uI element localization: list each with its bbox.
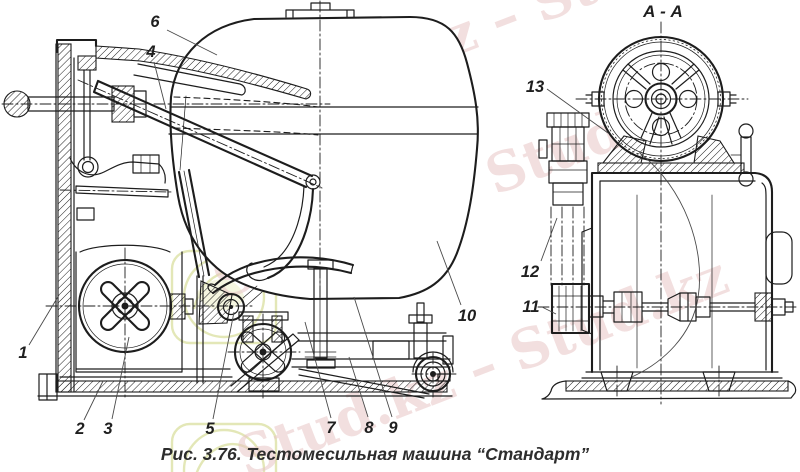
part-label-2: 2 bbox=[74, 420, 84, 438]
part-label-13: 13 bbox=[526, 78, 544, 96]
part-label-9: 9 bbox=[388, 419, 398, 437]
part-label-3: 3 bbox=[103, 420, 112, 438]
part-label-4: 4 bbox=[145, 43, 155, 61]
part-label-8: 8 bbox=[364, 419, 374, 437]
side-view bbox=[1, 0, 479, 401]
part-label-7: 7 bbox=[326, 419, 336, 437]
figure-caption: Рис. 3.76. Тестомесильная машина “Станда… bbox=[161, 444, 590, 464]
section-view-a-a bbox=[537, 21, 799, 405]
part-label-12: 12 bbox=[521, 263, 539, 281]
part-label-1: 1 bbox=[18, 344, 27, 362]
part-label-6: 6 bbox=[150, 13, 160, 31]
part-label-11: 11 bbox=[522, 298, 539, 316]
part-labels: 1 2 3 4 5 6 7 8 9 10 11 12 13 А - А bbox=[18, 2, 682, 438]
part-label-5: 5 bbox=[205, 420, 215, 438]
section-label: А - А bbox=[642, 2, 683, 21]
leader-lines bbox=[28, 29, 701, 421]
bowl-outline bbox=[169, 15, 479, 301]
part-label-10: 10 bbox=[458, 307, 477, 325]
